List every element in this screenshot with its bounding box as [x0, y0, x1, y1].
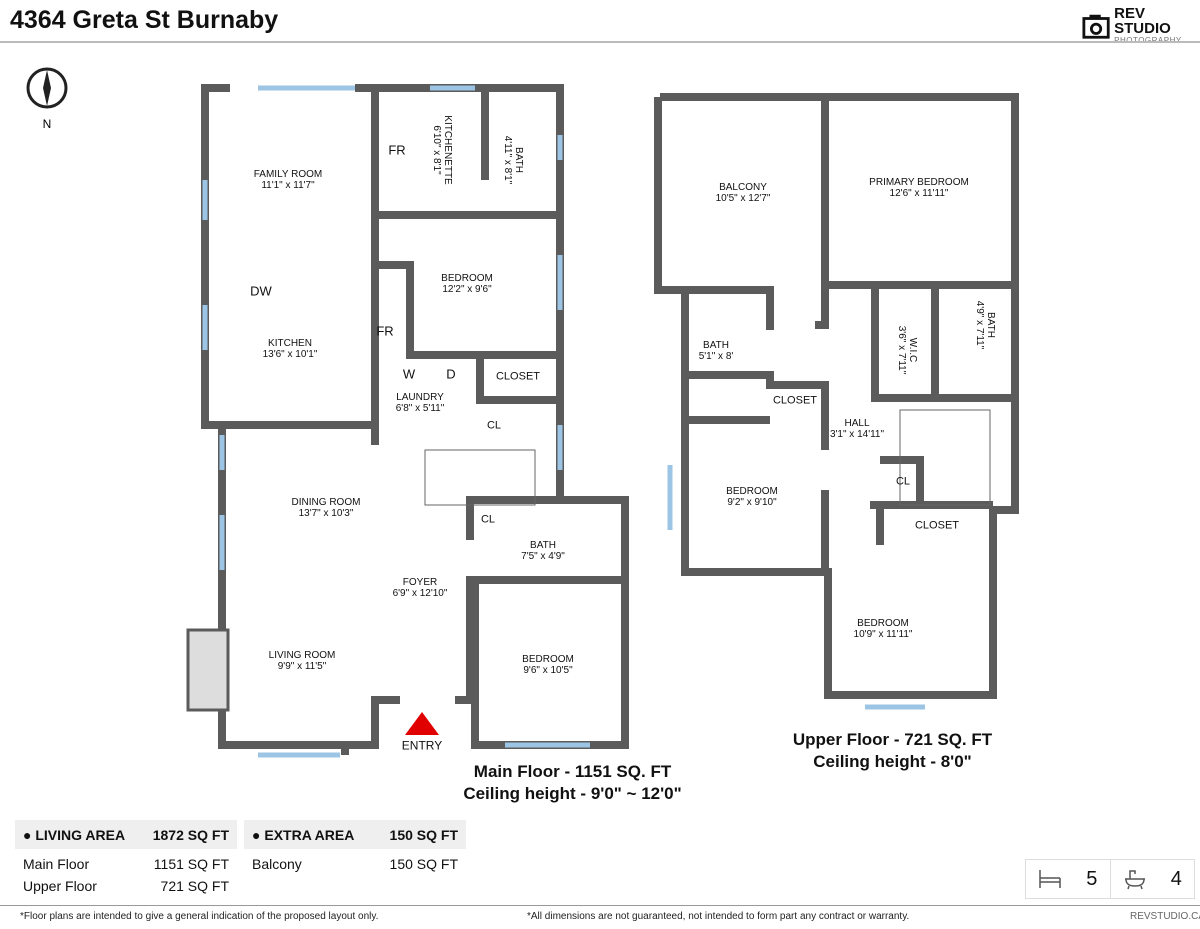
logo-text: REV STUDIO — [1114, 5, 1171, 37]
footer-site[interactable]: REVSTUDIO.CA — [1130, 911, 1200, 922]
closet: CLOSET — [772, 394, 818, 407]
compass-label: N — [43, 117, 52, 131]
bathtub-icon — [1124, 870, 1145, 890]
entry-arrow-icon — [405, 712, 439, 735]
bedroom-count: 5 — [1086, 867, 1098, 890]
dishwasher: DW — [250, 283, 272, 299]
footer-note-right: *All dimensions are not guaranteed, not … — [527, 911, 910, 922]
logo: REV STUDIOPHOTOGRAPHY — [1082, 6, 1200, 45]
bathroom-count: 4 — [1170, 867, 1182, 890]
closet: CLOSET — [495, 370, 541, 383]
camera-icon — [1082, 14, 1110, 39]
entry-label: ENTRY — [401, 738, 443, 753]
floor-plan: N — [26, 67, 1019, 758]
closet-cl: CL — [480, 513, 496, 526]
header-divider — [0, 41, 1200, 43]
room-counts: 5 4 — [1025, 859, 1195, 899]
extra-area-total: 150 SQ FT — [389, 826, 458, 843]
footer-note-left: *Floor plans are intended to give a gene… — [20, 911, 379, 922]
living-area-label: ● LIVING AREA — [23, 826, 126, 843]
closet-cl: CL — [486, 419, 502, 432]
fridge: FR — [376, 323, 394, 339]
bed-icon — [1039, 870, 1061, 888]
dryer: D — [446, 366, 456, 382]
stairs — [424, 409, 991, 506]
washer: W — [402, 366, 416, 382]
extra-area-label: ● EXTRA AREA — [252, 826, 355, 843]
closet-cl: CL — [895, 475, 911, 488]
footer-divider — [0, 905, 1200, 906]
upper-floor-walls — [654, 93, 1019, 699]
closet: CLOSET — [914, 519, 960, 532]
logo-subtext: PHOTOGRAPHY — [1114, 36, 1200, 45]
main-floor-walls — [201, 84, 629, 755]
fireplace — [186, 628, 230, 712]
living-area-total: 1872 SQ FT — [152, 826, 229, 843]
fridge: FR — [388, 142, 406, 158]
compass-icon — [26, 67, 68, 109]
page-title: 4364 Greta St Burnaby — [10, 6, 279, 34]
